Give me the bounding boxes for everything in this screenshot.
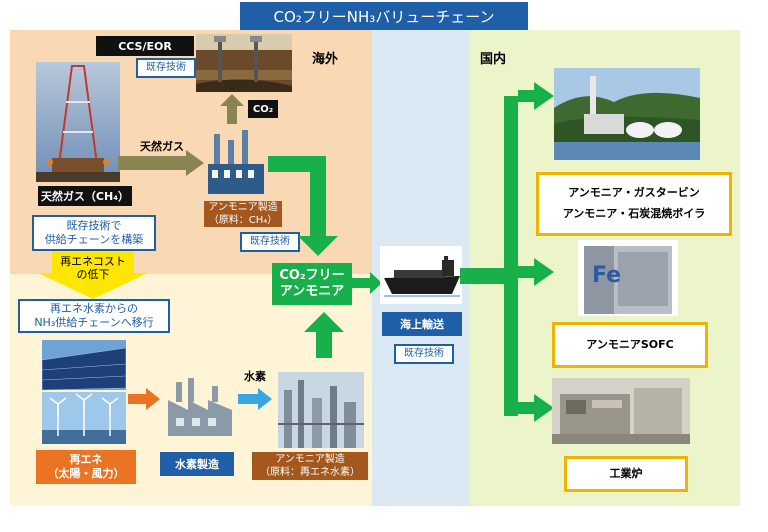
hydrogen-arrow xyxy=(238,388,272,410)
existing-supply-chain-line1: 既存技術で xyxy=(66,219,122,233)
sea-transport-label: 海上輸送 xyxy=(382,312,462,336)
ammonia-production-ch4-line2: （原料：CH₄） xyxy=(208,215,278,226)
renewable-line1: 再エネ xyxy=(69,452,103,466)
hydrogen-factory-icon xyxy=(168,378,232,436)
sea-transport-existing: 既存技術 xyxy=(394,344,454,364)
ccs-underground-image xyxy=(196,34,292,92)
hydrogen-flow-label: 水素 xyxy=(244,370,266,383)
cost-reduction-line2: の低下 xyxy=(76,268,110,282)
ammonia-production-renewable-line2: （原料：再エネ水素） xyxy=(260,467,360,478)
renewable-to-hydrogen-arrow xyxy=(128,388,160,410)
ammonia-production-ch4-line1: アンモニア製造 xyxy=(208,202,278,213)
industrial-furnace-photo xyxy=(552,378,690,444)
gas-well-photo xyxy=(36,62,120,182)
ammonia-production-ch4: アンモニア製造 （原料：CH₄） xyxy=(204,201,282,227)
ccs-eor-label: CCS/EOR xyxy=(96,36,194,56)
natural-gas-label: 天然ガス（CH₄） xyxy=(38,186,132,206)
existing-supply-chain-line2: 供給チェーンを構築 xyxy=(44,233,144,246)
power-plant-photo xyxy=(554,68,700,160)
renewable-to-ammonia-arrow xyxy=(304,312,344,358)
natural-gas-arrow xyxy=(118,150,204,176)
hydrogen-production-label: 水素製造 xyxy=(160,452,234,476)
sofc-logo-text: Fe xyxy=(592,263,621,288)
ammonia-existing-tech: 既存技術 xyxy=(240,232,300,252)
existing-supply-chain-note: 既存技術で 供給チェーンを構築 xyxy=(32,215,156,251)
cost-reduction-note: 再エネコスト の低下 xyxy=(52,255,134,281)
natural-gas-flow-label: 天然ガス xyxy=(140,140,184,153)
sofc-box: アンモニアSOFC xyxy=(552,322,708,368)
ammonia-production-renewable-line1: アンモニア製造 xyxy=(275,454,345,465)
tanker-ship-icon xyxy=(380,246,462,304)
transition-line1: 再エネ水素からの xyxy=(50,302,138,316)
ammonia-to-ship-arrow xyxy=(352,272,382,294)
domestic-distribution-arrows xyxy=(460,82,554,422)
transition-note: 再エネ水素からの NH₃供給チェーンへ移行 xyxy=(18,299,170,333)
renewable-ammonia-plant-photo xyxy=(278,372,364,448)
ccs-existing-tech: 既存技術 xyxy=(136,58,196,78)
cost-reduction-arrow xyxy=(38,251,148,299)
domestic-label: 国内 xyxy=(480,52,507,67)
transition-line2: NH₃供給チェーンへ移行 xyxy=(34,316,154,329)
renewable-label: 再エネ （太陽・風力） xyxy=(36,450,136,484)
solar-wind-photo xyxy=(42,340,126,444)
co2-free-ammonia: CO₂フリー アンモニア xyxy=(272,263,352,305)
page-title: CO₂フリーNH₃バリューチェーン xyxy=(240,2,528,30)
co2-arrow xyxy=(220,94,244,124)
renewable-line2: （太陽・風力） xyxy=(47,467,125,480)
gas-turbine-line2: アンモニア・石炭混焼ボイラ xyxy=(562,207,706,220)
gas-turbine-box: アンモニア・ガスタービン アンモニア・石炭混焼ボイラ xyxy=(536,172,732,236)
co2-free-ammonia-line2: アンモニア xyxy=(279,284,345,299)
ammonia-production-renewable: アンモニア製造 （原料：再エネ水素） xyxy=(252,452,368,480)
sofc-unit-image: Fe xyxy=(578,240,678,316)
gas-turbine-line1: アンモニア・ガスタービン xyxy=(568,186,700,200)
co2-label: CO₂ xyxy=(248,100,278,118)
cost-reduction-line1: 再エネコスト xyxy=(60,255,126,268)
ch4-to-ammonia-arrow xyxy=(268,156,338,256)
ammonia-plant-ch4-icon xyxy=(204,126,268,200)
co2-free-ammonia-line1: CO₂フリー xyxy=(279,267,345,283)
overseas-label: 海外 xyxy=(312,52,339,67)
industrial-furnace-box: 工業炉 xyxy=(564,456,688,492)
